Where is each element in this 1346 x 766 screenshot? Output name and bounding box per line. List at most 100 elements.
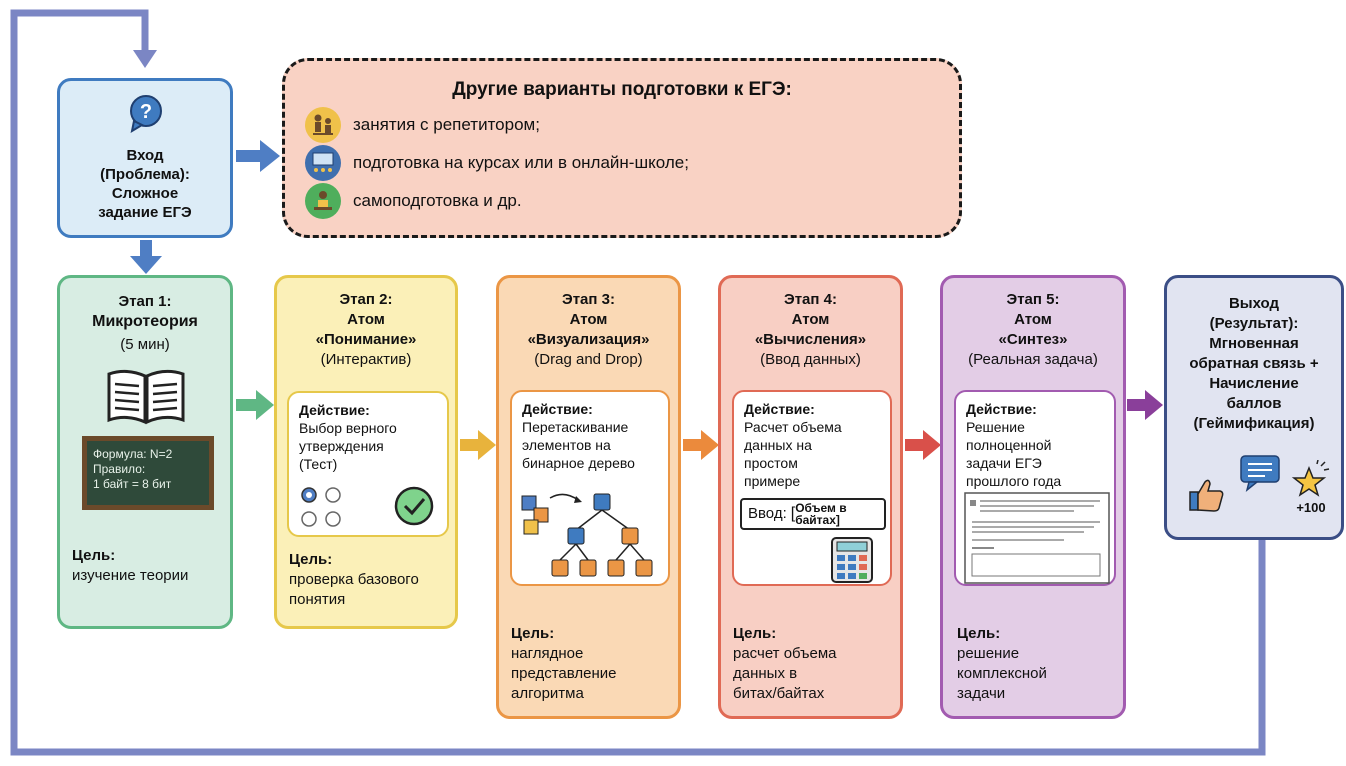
volume-input-field[interactable]: Ввод: [ Объем в байтах]: [740, 498, 886, 530]
goal-text: понятия: [289, 591, 346, 608]
output-line: Мгновенная: [1209, 335, 1299, 352]
stage-title: Этап 1:: [118, 293, 172, 310]
action-text: Перетаскивание: [522, 419, 629, 435]
radio-options-icon[interactable]: [299, 485, 349, 531]
arrow-stage-2-to-3: [460, 430, 496, 460]
arrow-stage-5-to-output: [1127, 390, 1163, 420]
action-text: задачи ЕГЭ: [966, 455, 1042, 471]
goal-text: решение: [957, 645, 1020, 662]
svg-text:?: ?: [140, 101, 152, 123]
action-text: простом: [744, 455, 798, 471]
arrow-to-alternatives: [236, 140, 280, 172]
board-line: Правило:: [93, 462, 146, 476]
stage-title: «Понимание»: [315, 331, 417, 348]
goal-text: данных в: [733, 665, 798, 682]
stage-title: Атом: [1014, 311, 1052, 328]
alternatives-title: Другие варианты подготовки к ЕГЭ:: [452, 79, 792, 100]
goal-label: Цель:: [289, 551, 333, 568]
arrow-to-stage-1: [130, 240, 162, 274]
stage-title: Этап 5:: [1006, 291, 1060, 308]
stage-subtitle: (Интерактив): [320, 351, 412, 368]
action-text: полноценной: [966, 437, 1052, 453]
stage-title: Этап 3:: [562, 291, 615, 308]
chat-bubble-icon: [1240, 455, 1280, 492]
action-text: прошлого года: [966, 473, 1062, 489]
input-label: Сложное: [111, 185, 179, 202]
stage-4-calculations: Этап 4: Атом «Вычисления» (Ввод данных) …: [718, 275, 903, 719]
alternative-item: подготовка на курсах или в онлайн-школе;: [305, 145, 689, 181]
action-text: данных на: [744, 437, 812, 453]
goal-text: проверка базового: [289, 571, 419, 588]
exam-task-document-icon: [964, 492, 1110, 584]
input-value: байтах]: [795, 513, 840, 527]
question-icon: ?: [130, 95, 162, 133]
stage-5-synthesis: Этап 5: Атом «Синтез» (Реальная задача) …: [940, 275, 1126, 719]
stage-title: Атом: [569, 311, 608, 328]
alternative-item: занятия с репетитором;: [305, 107, 540, 143]
stage-1-microtheory: Этап 1: Микротеория (5 мин) Формула: N=2…: [57, 275, 233, 629]
stage-title: Атом: [347, 311, 385, 328]
action-text: элементов на: [522, 437, 611, 453]
input-label: Ввод:: [748, 505, 787, 522]
stage-title: Микротеория: [92, 313, 198, 330]
action-label: Действие:: [744, 401, 815, 417]
goal-text: расчет объема: [733, 645, 837, 662]
goal-label: Цель:: [733, 625, 777, 642]
calculator-icon: [831, 537, 873, 583]
action-text: бинарное дерево: [522, 455, 635, 471]
action-label: Действие:: [522, 401, 593, 417]
action-text: утверждения: [299, 438, 384, 454]
arrow-stage-1-to-2: [236, 390, 274, 420]
stage-subtitle: (Реальная задача): [968, 351, 1098, 368]
stage-title: Этап 4:: [784, 291, 837, 308]
stage-title: «Визуализация»: [527, 331, 650, 348]
goal-text: алгоритма: [511, 685, 584, 702]
goal-text: комплексной: [957, 665, 1047, 682]
input-label: Вход: [126, 147, 164, 164]
alternatives-box: Другие варианты подготовки к ЕГЭ: заняти…: [282, 58, 962, 238]
action-card: Действие: Решение полноценной задачи ЕГЭ…: [954, 390, 1116, 586]
action-label: Действие:: [299, 402, 370, 418]
board-line: 1 байт = 8 бит: [93, 477, 172, 491]
output-line: Начисление: [1209, 375, 1299, 392]
action-text: Решение: [966, 419, 1025, 435]
goal-label: Цель:: [72, 547, 116, 564]
input-label: задание ЕГЭ: [98, 204, 192, 221]
stage-3-visualization: Этап 3: Атом «Визуализация» (Drag and Dr…: [496, 275, 681, 719]
action-text: (Тест): [299, 456, 338, 472]
stage-2-understanding: Этап 2: Атом «Понимание» (Интерактив) Де…: [274, 275, 458, 629]
input-problem-box: ? Вход (Проблема): Сложное задание ЕГЭ: [57, 78, 233, 238]
action-text: Расчет объема: [744, 419, 842, 435]
output-result-box: Выход (Результат): Мгновенная обратная с…: [1164, 275, 1344, 540]
stage-subtitle: (5 мин): [120, 336, 170, 353]
action-card: Действие: Выбор верного утверждения (Тес…: [287, 391, 449, 537]
alternative-text: занятия с репетитором;: [353, 115, 540, 134]
classroom-icon: [305, 145, 341, 181]
goal-text: наглядное: [511, 645, 584, 662]
stage-title: Атом: [791, 311, 830, 328]
checkmark-icon: [394, 486, 434, 526]
book-icon: [107, 369, 185, 425]
action-text: Выбор верного: [299, 420, 397, 436]
tutor-icon: [305, 107, 341, 143]
alternative-text: подготовка на курсах или в онлайн-школе;: [353, 153, 689, 172]
goal-text: изучение теории: [72, 567, 189, 584]
input-value: Объем в: [795, 501, 847, 515]
output-line: (Результат):: [1209, 315, 1299, 332]
goal-label: Цель:: [957, 625, 1001, 642]
goal-text: битах/байтах: [733, 685, 825, 702]
arrow-stage-4-to-5: [905, 430, 941, 460]
output-line: баллов: [1226, 395, 1282, 412]
stage-title: «Синтез»: [998, 331, 1068, 348]
chalkboard: Формула: N=2 Правило: 1 байт = 8 бит: [82, 436, 214, 510]
stage-subtitle: (Ввод данных): [760, 351, 861, 368]
output-line: (Геймификация): [1193, 415, 1315, 432]
input-label: (Проблема):: [100, 166, 190, 183]
output-line: обратная связь +: [1189, 355, 1319, 372]
board-line: Формула: N=2: [93, 447, 173, 461]
output-line: Выход: [1228, 295, 1280, 312]
alternative-text: самоподготовка и др.: [353, 191, 522, 210]
action-card: Действие: Расчет объема данных на просто…: [732, 390, 892, 586]
binary-tree-icon[interactable]: [520, 490, 666, 582]
arrow-stage-3-to-4: [683, 430, 719, 460]
